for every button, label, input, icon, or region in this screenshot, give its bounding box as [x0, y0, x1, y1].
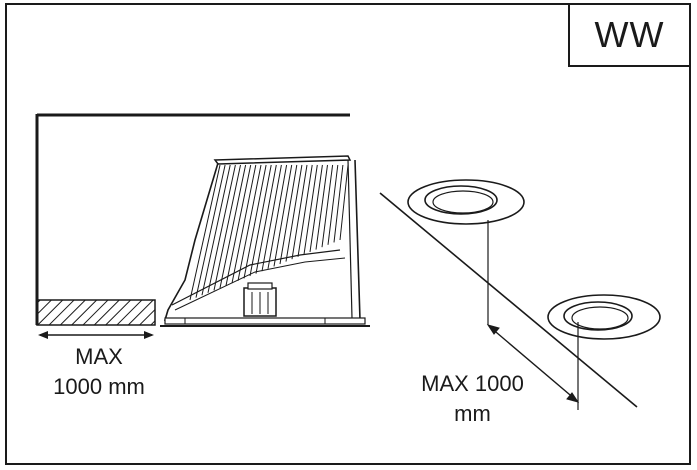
left-dimension-arrow	[38, 331, 154, 339]
right-max-line2: mm	[454, 401, 491, 426]
ceiling-wall-corner	[35, 113, 350, 325]
luminaire-fin	[285, 164, 303, 262]
luminaire-fin	[321, 164, 334, 248]
luminaire-fin	[333, 164, 344, 243]
luminaire-fin	[291, 164, 308, 260]
luminaire-fin	[309, 164, 323, 253]
luminaire-fin	[303, 164, 318, 255]
rating-badge: WW	[568, 5, 689, 67]
hatched-insulation	[36, 299, 156, 326]
luminaire-fin	[249, 164, 272, 277]
downlight-luminaire	[163, 155, 366, 325]
luminaire-fin	[237, 164, 262, 281]
luminaire-fin	[231, 164, 257, 284]
luminaire-fin	[267, 164, 288, 269]
luminaire-fin	[213, 164, 241, 291]
recessed-downlight-ring-lower	[547, 294, 661, 340]
luminaire-fin	[243, 164, 267, 279]
luminaire-fin	[207, 164, 236, 293]
luminaire-fin	[339, 164, 349, 241]
right-max-line1: MAX 1000	[421, 371, 524, 396]
left-max-label: MAX 1000 mm	[40, 342, 158, 402]
luminaire-fin	[261, 164, 282, 272]
diagram-frame: WW	[5, 3, 691, 465]
luminaire-fin	[279, 164, 298, 265]
luminaire-fin	[225, 164, 252, 286]
luminaire-fin	[219, 164, 247, 289]
right-max-label: MAX 1000 mm	[405, 369, 540, 429]
luminaire-fin	[273, 164, 293, 267]
left-max-line1: MAX	[75, 344, 123, 369]
luminaire-fin	[189, 164, 221, 301]
luminaire-fin	[297, 164, 313, 257]
luminaire-fin	[327, 164, 339, 245]
luminaire-fin	[201, 164, 231, 296]
right-dimension-arrow	[486, 220, 580, 410]
luminaire-fin	[315, 164, 328, 250]
luminaire-fin	[195, 164, 226, 298]
luminaire-fin	[255, 164, 277, 274]
left-max-line2: 1000 mm	[53, 374, 145, 399]
recessed-downlight-ring-upper	[407, 179, 525, 225]
sloped-ceiling	[379, 192, 638, 408]
